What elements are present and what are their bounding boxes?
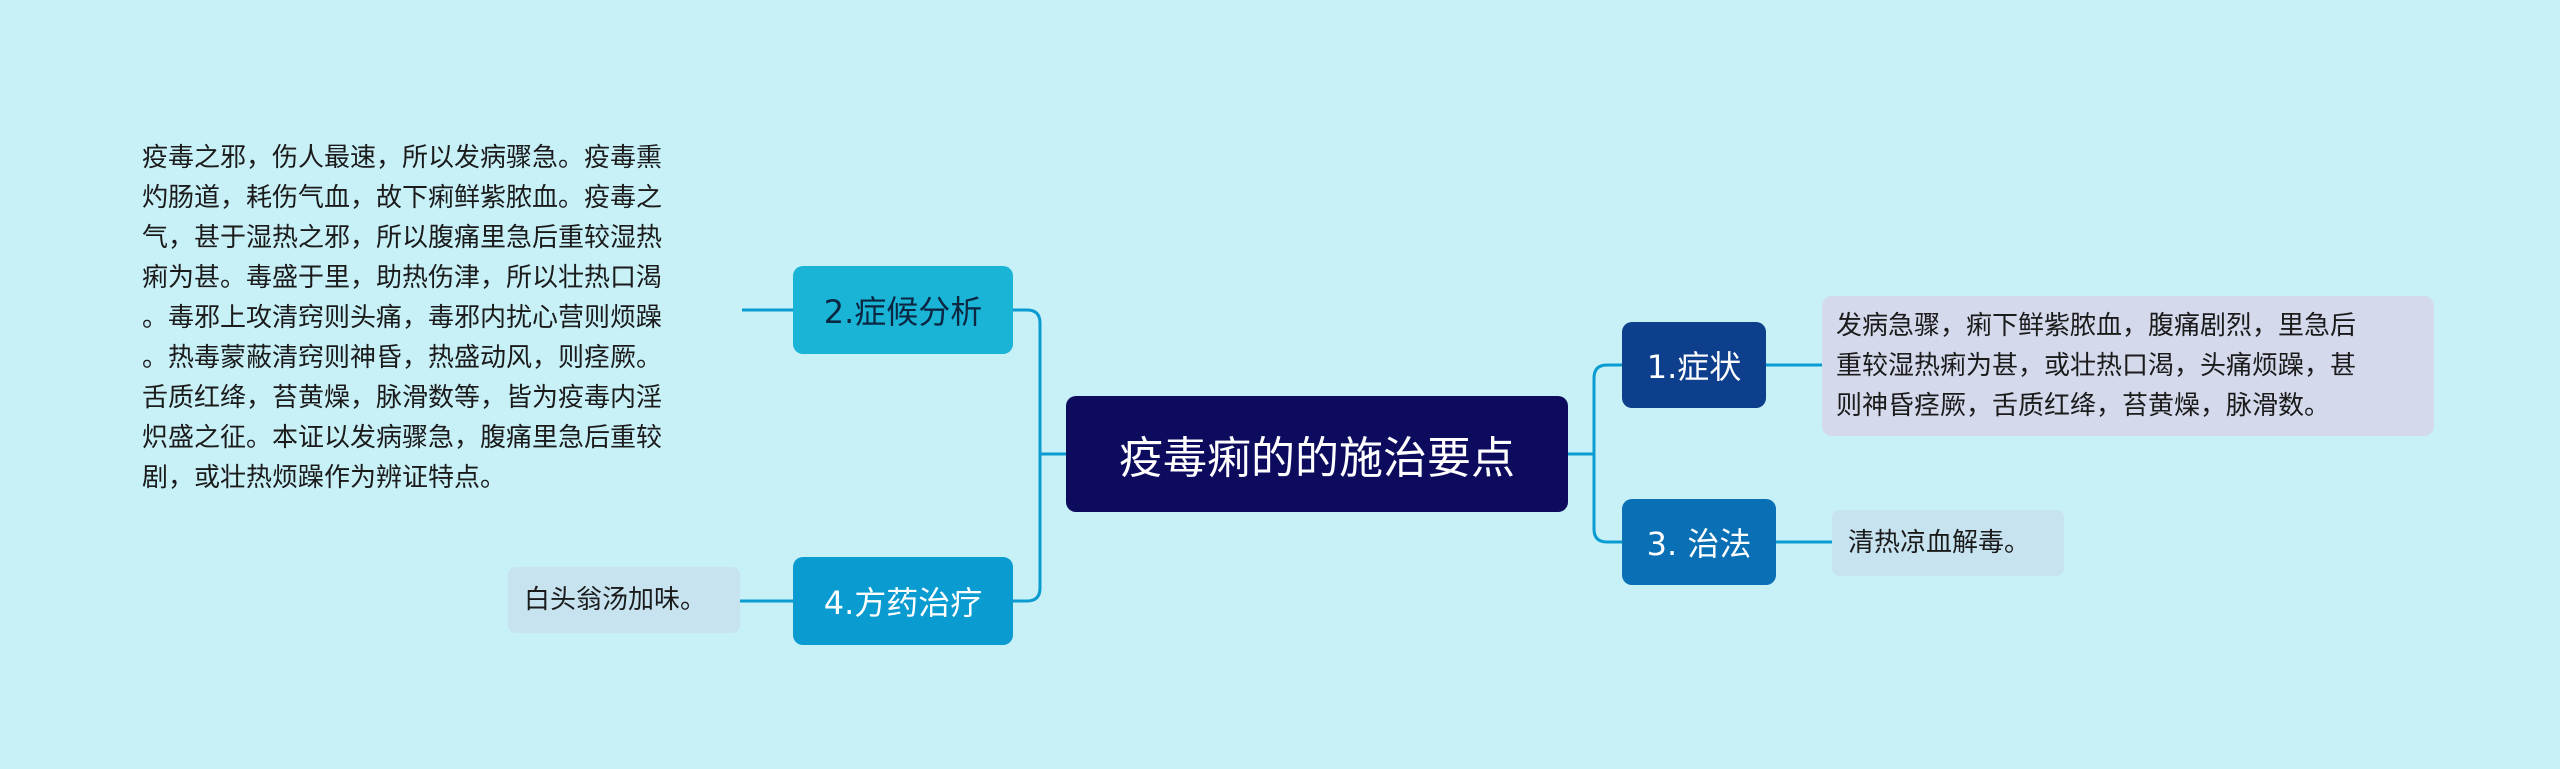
branch-analysis-label: 2.症候分析	[823, 293, 983, 331]
leaf-formula-detail[interactable]: 白头翁汤加味。	[508, 567, 740, 633]
connector-to-treatment	[1592, 454, 1622, 544]
branch-treatment-label: 3. 治法	[1646, 525, 1752, 563]
root-topic[interactable]: 疫毒痢的的施治要点	[1066, 396, 1568, 512]
leaf-formula-text: 白头翁汤加味。	[524, 585, 707, 615]
branch-analysis[interactable]: 2.症候分析	[793, 266, 1013, 354]
branch-formula-label: 4.方药治疗	[823, 584, 983, 622]
branch-symptom[interactable]: 1.症状	[1622, 322, 1766, 408]
connector-to-formula	[1013, 454, 1042, 603]
leaf-treatment-text: 清热凉血解毒。	[1848, 528, 2031, 558]
leaf-treatment-detail[interactable]: 清热凉血解毒。	[1832, 510, 2064, 576]
leaf-symptom-detail[interactable]: 发病急骤，痢下鲜紫脓血，腹痛剧烈，里急后 重较湿热痢为甚，或壮热口渴，头痛烦躁，…	[1822, 296, 2434, 436]
branch-symptom-label: 1.症状	[1646, 348, 1742, 386]
branch-formula[interactable]: 4.方药治疗	[793, 557, 1013, 645]
branch-treatment[interactable]: 3. 治法	[1622, 499, 1776, 585]
root-topic-label: 疫毒痢的的施治要点	[1119, 433, 1515, 484]
connector-to-symptom	[1592, 363, 1622, 454]
leaf-analysis-detail[interactable]: 疫毒之邪，伤人最速，所以发病骤急。疫毒熏 灼肠道，耗伤气血，故下痢鲜紫脓血。疫毒…	[142, 143, 663, 493]
connector-to-analysis	[1013, 308, 1042, 454]
